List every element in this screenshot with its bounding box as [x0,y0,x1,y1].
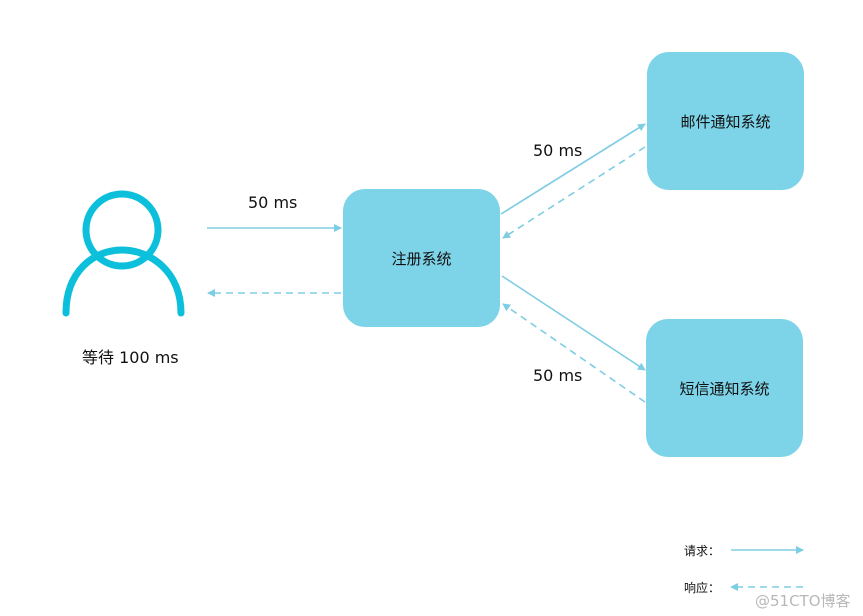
user-wait-caption: 等待 100 ms [82,348,179,367]
sms-notification-system-box: 短信通知系统 [646,319,803,457]
response-arrow-sms-to-register [502,303,646,403]
legend-response-label: 响应： [684,581,721,595]
request-arrow-register-to-sms [501,275,646,371]
edge-label-register-to-email: 50 ms [533,141,583,160]
user-icon [62,190,185,317]
edge-label-user-to-register: 50 ms [248,193,298,212]
response-arrow-email-to-register [502,146,646,239]
edge-label-register-to-sms: 50 ms [533,366,583,385]
legend-request-label: 请求： [684,544,721,558]
register-system-box: 注册系统 [343,189,500,327]
request-arrow-register-to-email [500,123,646,215]
email-notification-system-box: 邮件通知系统 [647,52,804,190]
watermark-text: @51CTO博客 [755,592,851,610]
